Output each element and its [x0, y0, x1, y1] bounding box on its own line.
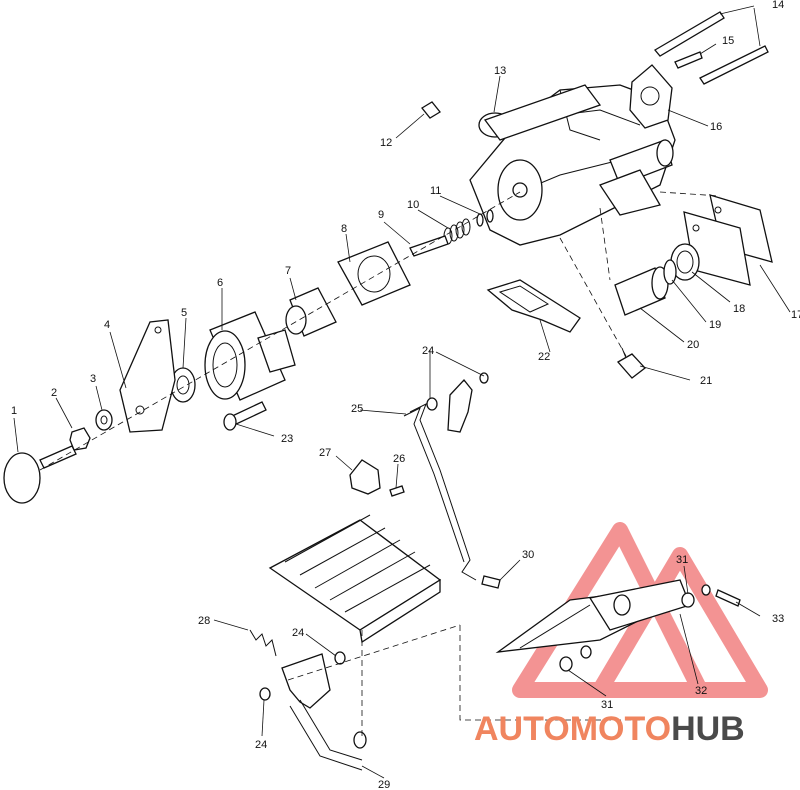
callout-2: 2	[51, 387, 57, 399]
callout-labels: 1 2 3 4 5 6 7 8 9 10 11 12 13 14 15 16 1…	[11, 0, 800, 790]
callout-13: 13	[494, 65, 506, 77]
callout-14: 14	[772, 0, 784, 11]
callout-9: 9	[378, 209, 384, 221]
callout-21: 21	[700, 375, 712, 387]
callout-12: 12	[380, 137, 392, 149]
callout-23: 23	[281, 433, 293, 445]
plate-8	[337, 241, 411, 306]
lever-plate-4	[119, 319, 176, 433]
knob-1	[3, 445, 77, 504]
watermark-dark-text: HUB	[671, 710, 745, 748]
callout-10: 10	[407, 199, 419, 211]
callout-24b: 24	[292, 627, 304, 639]
assembly-lines	[39, 191, 721, 740]
callout-8: 8	[341, 223, 347, 235]
cap-27	[349, 459, 381, 495]
callout-5: 5	[181, 307, 187, 319]
pushrod-9	[409, 235, 449, 257]
bushing-31-top	[681, 592, 695, 608]
cotter-33	[715, 589, 741, 607]
callout-26: 26	[393, 453, 405, 465]
brake-pads	[683, 194, 773, 286]
switch-21	[616, 353, 646, 379]
callout-30: 30	[522, 549, 534, 561]
callout-20: 20	[687, 339, 699, 351]
bracket-29	[281, 653, 331, 709]
callout-24a: 24	[422, 345, 434, 357]
callout-31a: 31	[676, 554, 688, 566]
pins	[654, 11, 769, 85]
washer-3	[95, 409, 113, 431]
housing-6	[204, 311, 296, 401]
master-cylinder-body	[469, 84, 676, 246]
leader-lines	[13, 5, 791, 779]
o-ring-11	[476, 213, 484, 227]
gasket-22	[486, 279, 581, 333]
callout-25: 25	[351, 403, 363, 415]
callout-19: 19	[709, 319, 721, 331]
callout-24c: 24	[255, 739, 267, 751]
footrest-platform	[268, 514, 442, 644]
watermark-accent-text: AUTOMOTO	[474, 710, 671, 748]
callout-3: 3	[90, 373, 96, 385]
callout-29: 29	[378, 779, 390, 790]
nut-2	[69, 427, 91, 451]
spring-10	[443, 218, 471, 245]
pin-26	[389, 485, 405, 497]
bleeder-12	[421, 101, 441, 119]
washer-24-top	[426, 397, 438, 411]
callout-32: 32	[695, 685, 707, 697]
svg-text:AUTOMOTOHUB: AUTOMOTOHUB	[474, 710, 745, 748]
callout-16: 16	[710, 121, 722, 133]
callout-1: 1	[11, 405, 17, 417]
callout-11: 11	[430, 185, 441, 197]
screw-15	[674, 51, 703, 69]
callout-18: 18	[733, 303, 745, 315]
watermark-text: AUTOMOTOHUB	[474, 710, 745, 748]
callout-7: 7	[285, 265, 291, 277]
callout-33: 33	[772, 613, 784, 625]
callout-27: 27	[319, 447, 331, 459]
clip	[447, 379, 473, 433]
bracket-16	[629, 64, 673, 129]
callout-28: 28	[198, 615, 210, 627]
callout-4: 4	[104, 319, 110, 331]
callout-22: 22	[538, 351, 550, 363]
bushing-31-bottom	[559, 656, 573, 672]
ring-19	[663, 259, 677, 285]
pin-30	[481, 575, 501, 589]
callout-6: 6	[217, 277, 223, 289]
callout-15: 15	[722, 35, 734, 47]
washer-24-bottom	[259, 687, 271, 701]
callout-31b: 31	[601, 699, 613, 711]
spring-28	[249, 629, 277, 657]
rod-25	[409, 402, 477, 581]
callout-17: 17	[791, 309, 800, 321]
